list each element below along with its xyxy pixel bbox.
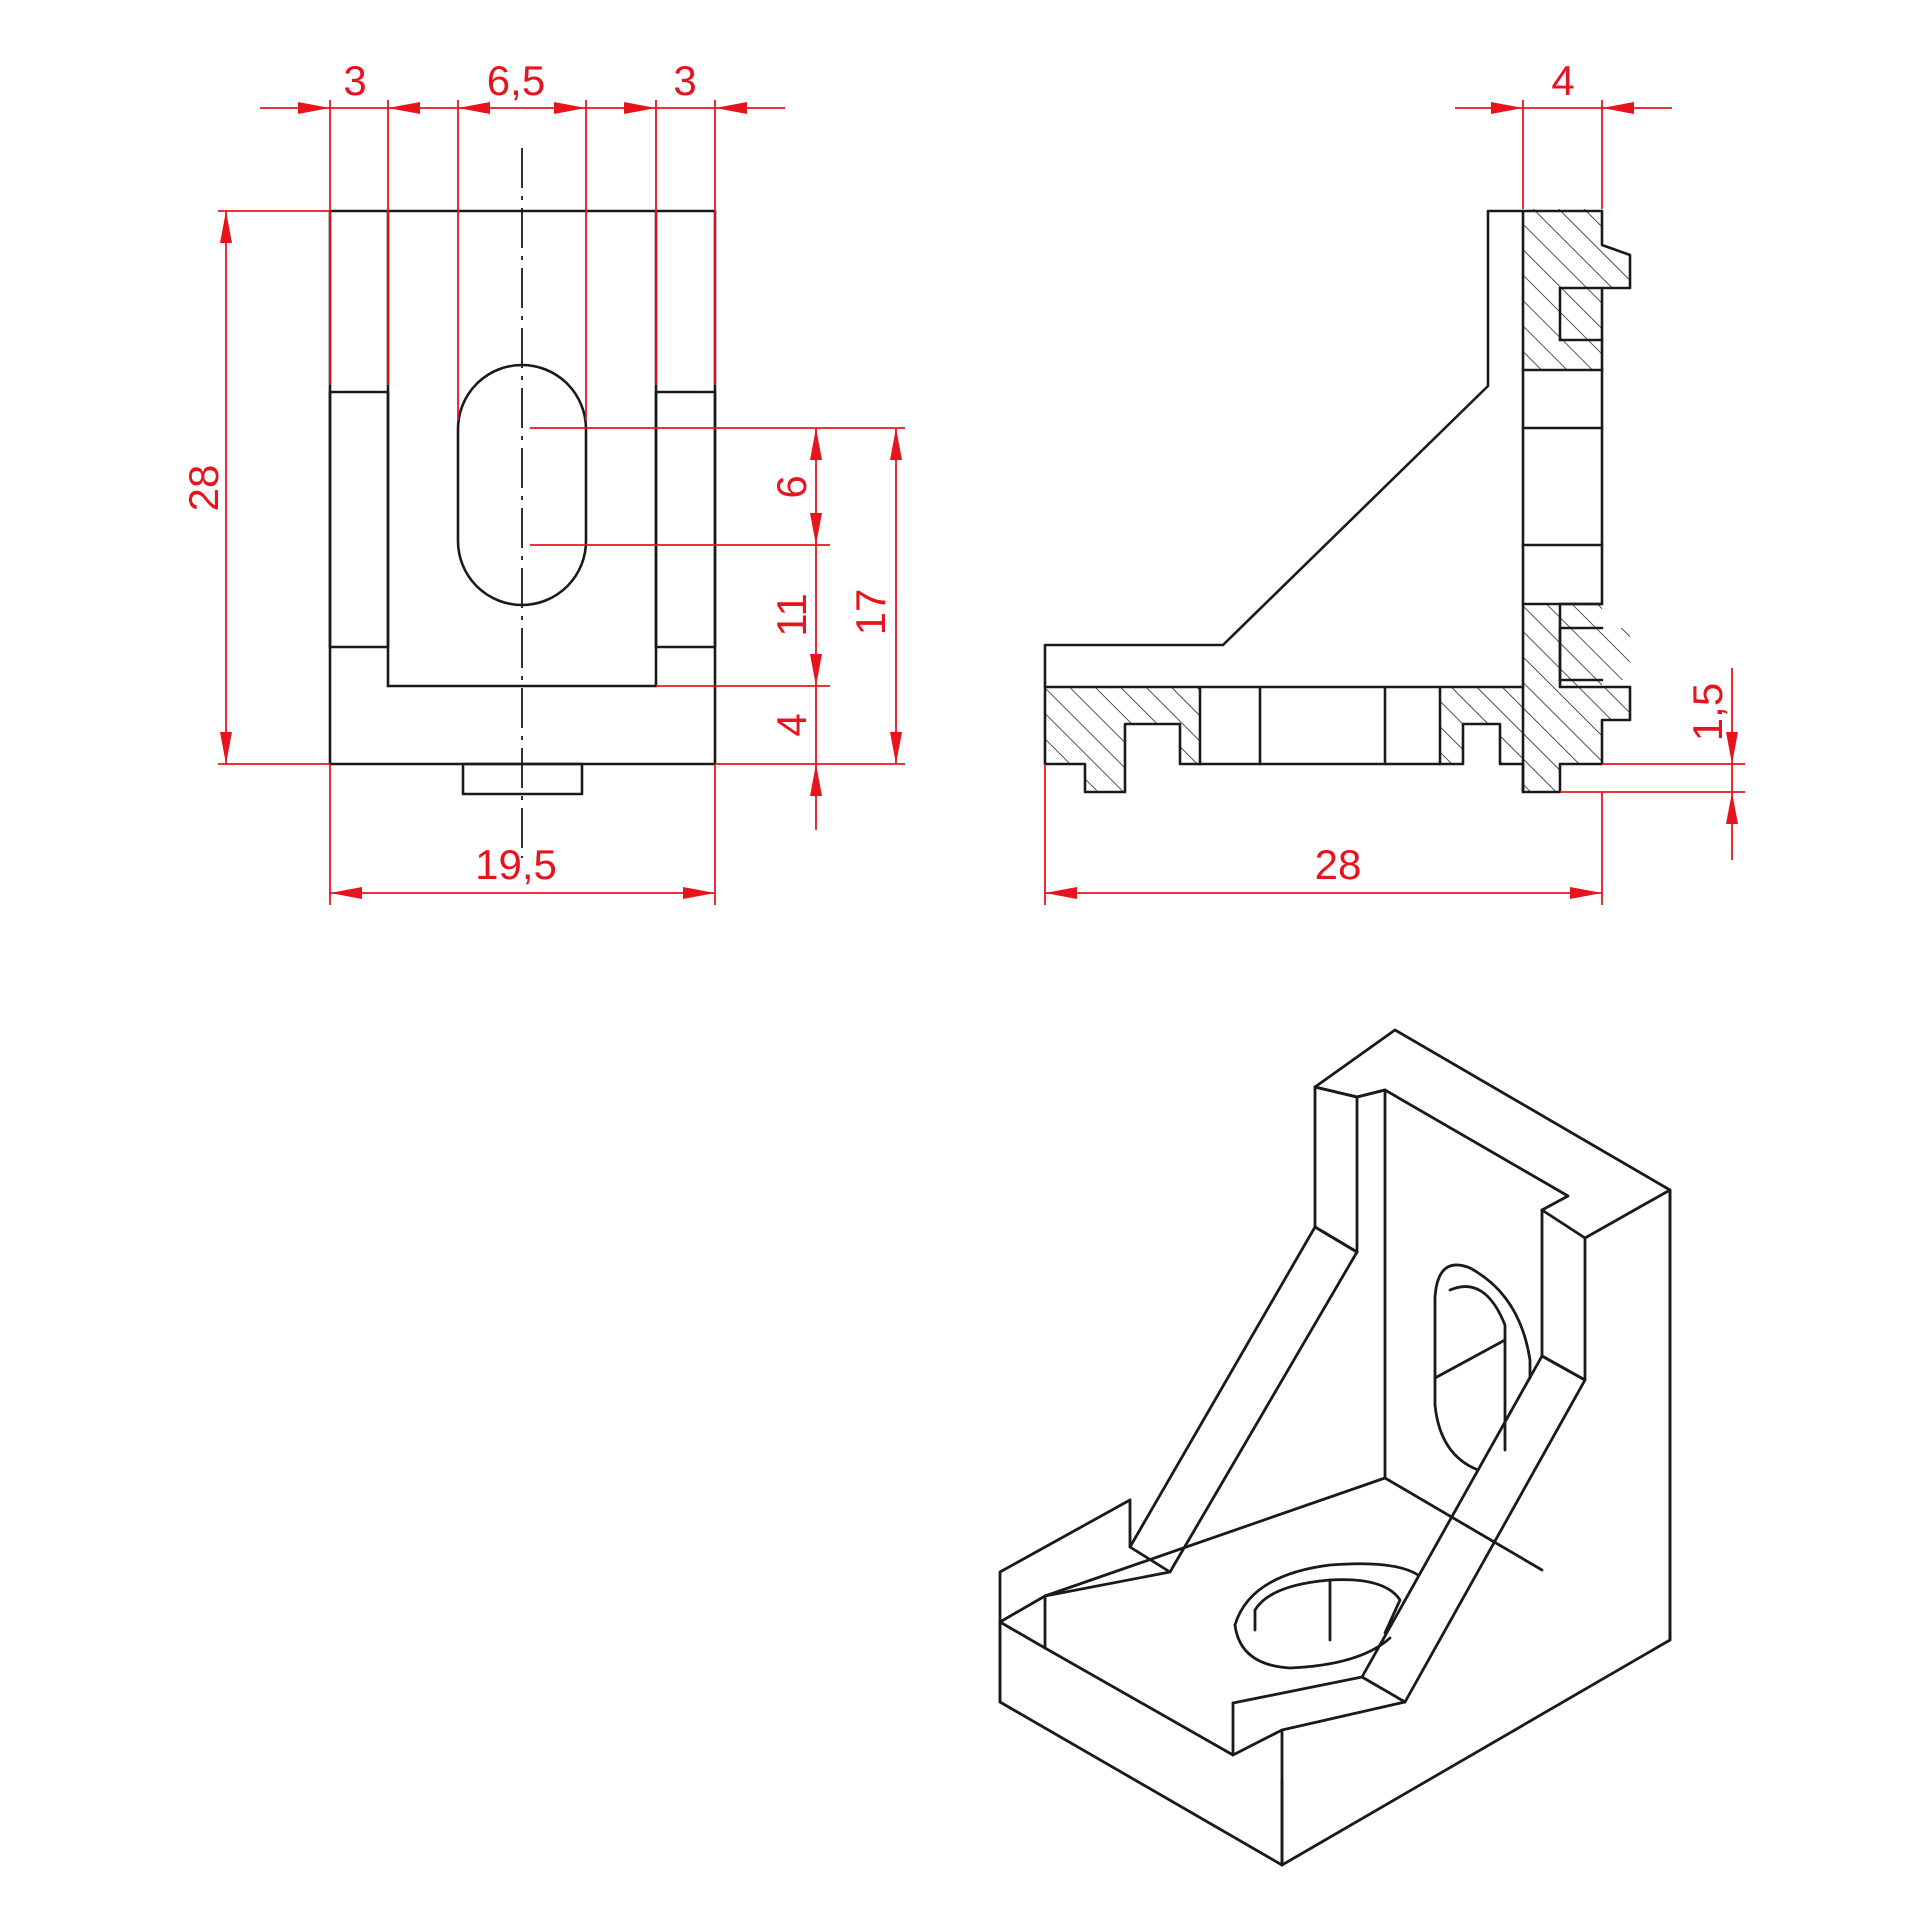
dim-wall-thickness: 4 [1551, 57, 1574, 104]
front-view-right-pad [654, 390, 717, 649]
dim-overall-height: 28 [180, 465, 227, 512]
front-view-dimensions: 3 6,5 3 28 6 11 4 17 [180, 57, 905, 905]
dim-base-offset: 4 [768, 713, 815, 736]
front-view-left-pad [328, 390, 390, 649]
isometric-view [998, 1028, 1672, 1867]
dim-left-flange: 3 [343, 57, 366, 104]
side-view-dimensions: 4 1,5 28 [1044, 57, 1745, 905]
side-view-outline [1043, 209, 1632, 794]
dim-total-vertical: 17 [847, 589, 894, 636]
front-view: 3 6,5 3 28 6 11 4 17 [180, 57, 905, 905]
dim-slot-width: 6,5 [487, 57, 545, 104]
side-view: 4 1,5 28 [1043, 57, 1745, 905]
dim-overall-length: 28 [1315, 841, 1362, 888]
dim-slot-length: 6 [768, 475, 815, 498]
dim-overall-width: 19,5 [475, 841, 557, 888]
dim-right-flange: 3 [673, 57, 696, 104]
dim-step-height: 1,5 [1684, 683, 1731, 741]
dim-slot-to-base: 11 [768, 593, 815, 637]
